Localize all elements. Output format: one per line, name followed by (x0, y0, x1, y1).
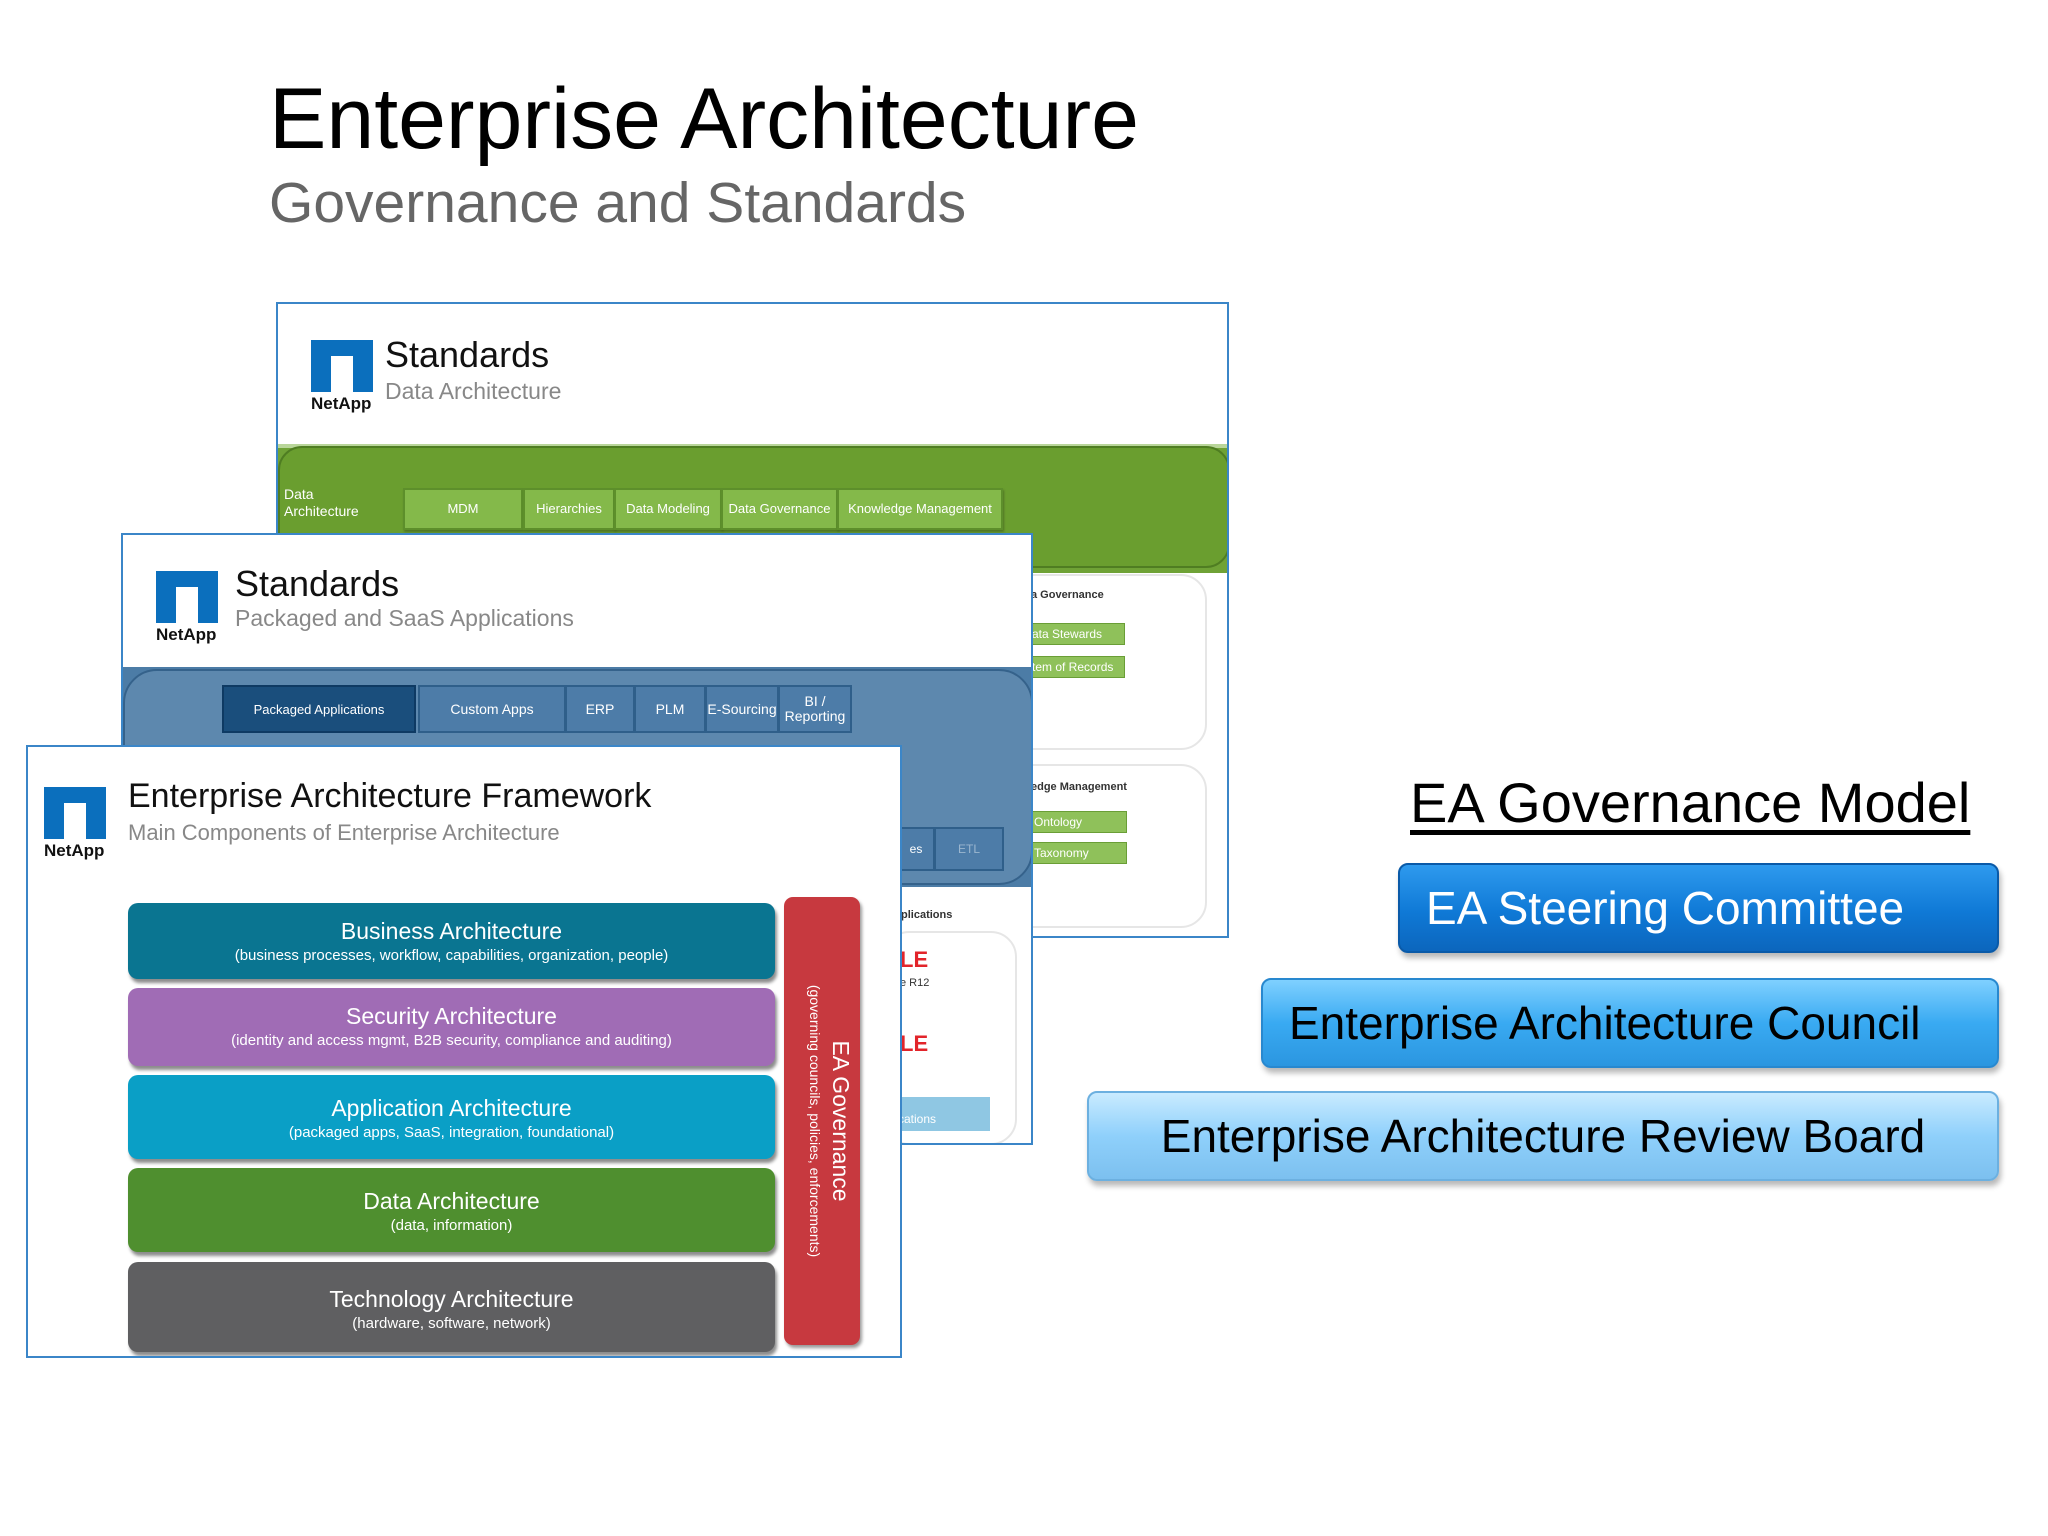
layer-technology-architecture: Technology Architecture (hardware, softw… (128, 1262, 775, 1352)
netapp-logo: NetApp (311, 340, 377, 414)
ea-governance-title: EA Governance (828, 1040, 854, 1202)
item-custom-apps: Custom Apps (418, 685, 566, 733)
layer-security-architecture: Security Architecture (identity and acce… (128, 988, 775, 1066)
oracle-logo: LE (900, 947, 929, 972)
layer-title: Data Architecture (363, 1188, 540, 1214)
lower-item-etl: ETL (934, 827, 1004, 871)
item-mdm: MDM (403, 488, 523, 530)
ea-governance-bar: EA Governance (governing councils, polic… (784, 897, 860, 1345)
item-knowledge-management: Knowledge Management (837, 488, 1003, 530)
item-data-modeling: Data Modeling (614, 488, 722, 530)
slide-ea-framework: NetApp Enterprise Architecture Framework… (26, 745, 902, 1358)
page-subtitle: Governance and Standards (269, 171, 967, 235)
slide-subtitle: Main Components of Enterprise Architectu… (128, 820, 560, 845)
band-label: Data Architecture (284, 486, 359, 519)
applications-section-title: plications (901, 909, 953, 921)
governance-item: ata Stewards (1029, 623, 1125, 645)
knowledge-item: Taxonomy (1031, 842, 1127, 864)
item-data-governance: Data Governance (721, 488, 838, 530)
item-bi-reporting: BI / Reporting (778, 685, 852, 733)
enterprise-architecture-review-board: Enterprise Architecture Review Board (1087, 1091, 1999, 1181)
item-hierarchies: Hierarchies (523, 488, 615, 530)
layer-title: Security Architecture (346, 1003, 557, 1029)
netapp-logo-icon (156, 571, 218, 623)
netapp-logo: NetApp (44, 787, 110, 861)
slide-title: Enterprise Architecture Framework (128, 777, 652, 815)
page-title: Enterprise Architecture (269, 71, 1139, 167)
item-e-sourcing: E-Sourcing (705, 685, 779, 733)
item-plm: PLM (634, 685, 706, 733)
ea-governance-description: (governing councils, policies, enforceme… (807, 984, 823, 1258)
oracle-logo: LE (900, 1031, 929, 1056)
layer-title: Technology Architecture (329, 1286, 574, 1312)
ea-steering-committee: EA Steering Committee (1398, 863, 1999, 953)
knowledge-box-title: edge Management (1031, 781, 1127, 793)
logo-text: NetApp (311, 394, 372, 413)
applications-button: cations (898, 1097, 990, 1131)
layer-title: Business Architecture (340, 918, 563, 944)
item-erp: ERP (565, 685, 635, 733)
netapp-logo: NetApp (156, 571, 222, 645)
logo-text: NetApp (156, 625, 217, 644)
layer-description: (business processes, workflow, capabilit… (234, 947, 669, 964)
logo-text: NetApp (44, 841, 105, 860)
layer-description: (data, information) (390, 1217, 513, 1234)
governance-model-title: EA Governance Model (1410, 771, 1971, 834)
layer-data-architecture: Data Architecture (data, information) (128, 1168, 775, 1252)
layer-title: Application Architecture (331, 1095, 572, 1121)
netapp-logo-icon (44, 787, 106, 839)
slide-subtitle: Packaged and SaaS Applications (235, 605, 574, 631)
enterprise-architecture-council: Enterprise Architecture Council (1261, 978, 1999, 1068)
knowledge-item: Ontology (1031, 811, 1127, 833)
layer-business-architecture: Business Architecture (business processe… (128, 903, 775, 979)
governance-item: tem of Records (1029, 656, 1125, 678)
netapp-logo-icon (311, 340, 373, 392)
layer-application-architecture: Application Architecture (packaged apps,… (128, 1075, 775, 1159)
lower-item: es (897, 827, 935, 871)
slide-subtitle: Data Architecture (385, 378, 562, 404)
slide-title: Standards (235, 563, 400, 604)
item-packaged-applications: Packaged Applications (222, 685, 416, 733)
governance-box-title: a Governance (1031, 589, 1104, 601)
slide-title: Standards (385, 334, 550, 375)
oracle-caption: e R12 (900, 977, 930, 989)
layer-description: (identity and access mgmt, B2B security,… (231, 1032, 672, 1049)
layer-description: (hardware, software, network) (352, 1315, 551, 1332)
layer-description: (packaged apps, SaaS, integration, found… (288, 1124, 615, 1141)
